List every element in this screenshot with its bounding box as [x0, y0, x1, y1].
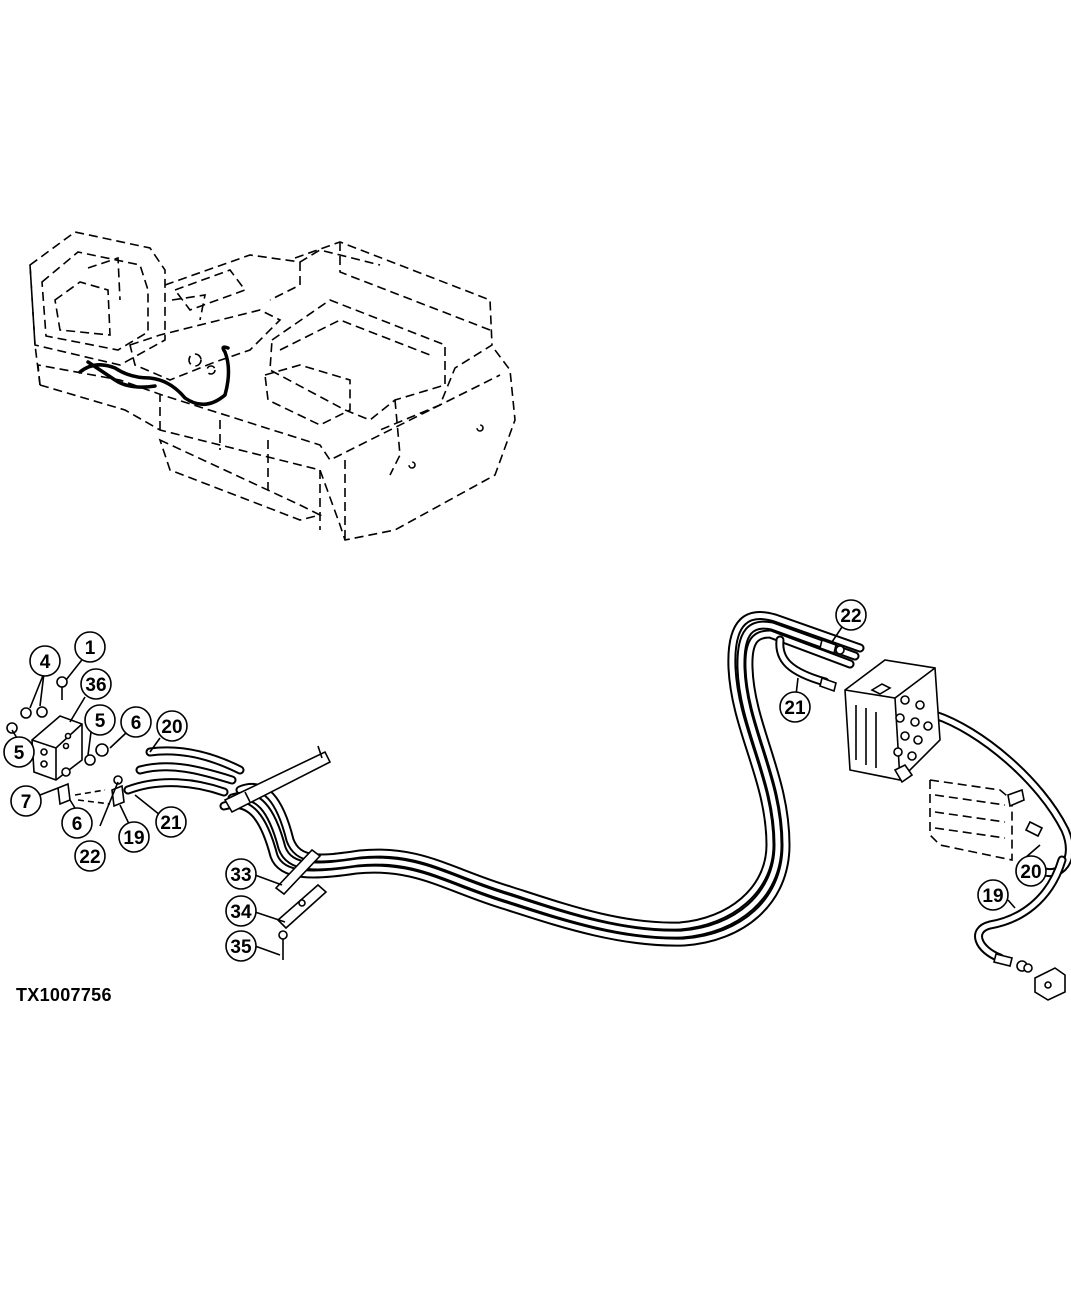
svg-text:34: 34	[230, 902, 252, 923]
svg-text:4: 4	[40, 652, 51, 673]
callout-22-left: 22	[74, 840, 106, 872]
svg-text:20: 20	[161, 717, 182, 738]
svg-text:6: 6	[131, 713, 142, 734]
svg-text:6: 6	[72, 814, 83, 835]
callout-6-lower: 6	[61, 807, 93, 839]
svg-text:36: 36	[85, 675, 106, 696]
callout-22-right: 22	[835, 599, 867, 631]
svg-text:5: 5	[14, 743, 25, 764]
callout-20-left: 20	[156, 710, 188, 742]
svg-text:5: 5	[95, 711, 106, 732]
leader-lines	[11, 626, 1041, 956]
bolt-35	[278, 930, 288, 960]
clamp-upper	[223, 745, 332, 814]
callout-5-right: 5	[84, 704, 116, 736]
callout-19-right: 19	[977, 879, 1009, 911]
callout-34: 34	[225, 895, 257, 927]
callout-5-left: 5	[3, 736, 35, 768]
callout-21-left: 21	[155, 806, 187, 838]
clamp-33	[274, 848, 322, 896]
svg-text:19: 19	[982, 886, 1003, 907]
svg-text:22: 22	[79, 847, 100, 868]
callout-36: 36	[80, 668, 112, 700]
callout-1: 1	[74, 631, 106, 663]
callout-7: 7	[10, 785, 42, 817]
callout-33: 33	[225, 858, 257, 890]
svg-text:1: 1	[85, 638, 96, 659]
svg-text:22: 22	[840, 606, 861, 627]
clamp-34	[276, 883, 328, 930]
callout-19-left: 19	[118, 821, 150, 853]
hose-bundle	[123, 611, 1071, 963]
svg-text:19: 19	[123, 828, 144, 849]
callout-6-upper: 6	[120, 706, 152, 738]
svg-text:33: 33	[230, 865, 251, 886]
figure-id-label: TX1007756	[16, 985, 112, 1005]
callout-20-right: 20	[1015, 855, 1047, 887]
svg-text:21: 21	[784, 698, 806, 719]
callout-21-right: 21	[779, 691, 811, 723]
svg-text:7: 7	[21, 792, 32, 813]
callouts: 1 4 36 5 5 6 20 7	[3, 599, 1047, 962]
callout-4: 4	[29, 645, 61, 677]
manifold-block-left	[6, 676, 125, 808]
svg-text:21: 21	[160, 813, 182, 834]
control-valve	[819, 638, 1066, 1001]
callout-35: 35	[225, 930, 257, 962]
machine-outline	[29, 231, 516, 541]
svg-text:20: 20	[1020, 862, 1041, 883]
svg-text:35: 35	[230, 937, 252, 958]
